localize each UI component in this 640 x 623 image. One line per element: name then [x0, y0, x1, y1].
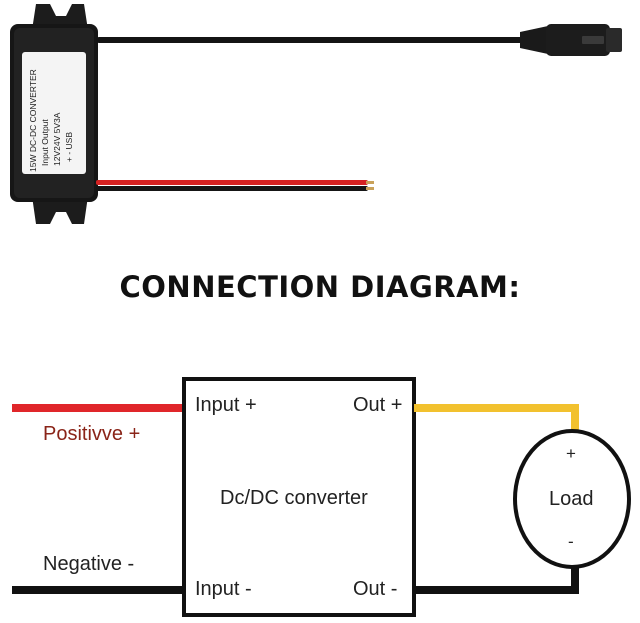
product-label-sticker — [22, 52, 86, 174]
converter-box — [182, 377, 416, 617]
load-label: Load — [549, 488, 594, 510]
input-red-wire — [96, 180, 368, 185]
output-negative-wire — [414, 566, 579, 594]
bottom-mounting-tab — [32, 196, 88, 224]
wiring-diagram — [12, 377, 631, 617]
usb-strain-relief — [520, 26, 548, 54]
input-black-wire — [96, 186, 368, 191]
out-minus-label: Out - — [353, 578, 398, 600]
product-label-line-4: + - USB — [64, 132, 74, 162]
load-plus-label: + — [566, 444, 576, 463]
output-positive-wire — [414, 404, 579, 432]
product-label-text: 15W DC-DC CONVERTER Input Output 12V24V … — [28, 69, 74, 172]
input-minus-label: Input - — [195, 578, 252, 600]
input-plus-label: Input + — [195, 394, 257, 416]
usb-cable — [96, 37, 536, 43]
converter-label: Dc/DC converter — [220, 487, 368, 509]
usb-plug-end — [606, 28, 622, 52]
product-label-line-1: 15W DC-DC CONVERTER — [28, 69, 38, 172]
load-circle — [513, 429, 631, 569]
positive-input-wire — [12, 404, 184, 412]
negative-label: Negative - — [43, 553, 135, 575]
product-label-line-2: Input Output — [40, 119, 50, 166]
converter-product-illustration: 15W DC-DC CONVERTER Input Output 12V24V … — [10, 4, 622, 224]
red-wire-tip — [366, 181, 374, 184]
positive-label: Positivve + — [43, 423, 141, 445]
black-wire-tip — [366, 187, 374, 190]
diagram-title: CONNECTION DIAGRAM: — [119, 270, 521, 304]
out-plus-label: Out + — [353, 394, 403, 416]
top-mounting-tab — [32, 4, 88, 30]
product-label-line-3: 12V24V 5V3A — [52, 112, 62, 166]
usb-plug-body — [546, 24, 610, 56]
negative-input-wire — [12, 586, 184, 594]
load-minus-label: - — [568, 532, 574, 551]
usb-icon — [582, 36, 604, 44]
